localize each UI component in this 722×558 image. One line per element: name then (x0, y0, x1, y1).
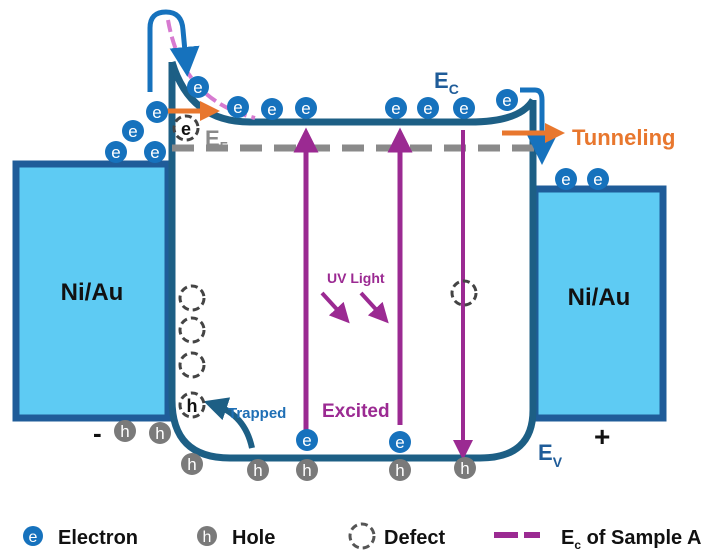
ev-label: EV (538, 440, 563, 470)
legend-electron-icon (23, 526, 43, 546)
legend-hole-icon (197, 526, 217, 546)
right-contact-label: Ni/Au (568, 284, 631, 311)
electron-glyph: e (233, 98, 242, 117)
electron-glyph: e (561, 170, 570, 189)
uv-light-arrow (359, 291, 389, 324)
electron (295, 97, 317, 119)
electron-glyph: e (502, 91, 511, 110)
plus-terminal: + (594, 421, 610, 452)
legend-hole: Hole (232, 527, 275, 549)
hole-glyph: h (155, 424, 164, 443)
electron-glyph: e (111, 143, 120, 162)
hole (296, 459, 318, 481)
hole-glyph: h (395, 461, 404, 480)
hole-glyph: h (253, 461, 262, 480)
legend-defect-icon (348, 522, 376, 550)
valence-band (168, 62, 537, 462)
thermionic-arrow (147, 9, 200, 92)
hole (181, 453, 203, 475)
ef-label: EF (205, 126, 228, 154)
hole (247, 459, 269, 481)
legend-sample-a: Ec of Sample A (561, 527, 701, 552)
left-contact-label: Ni/Au (61, 279, 124, 306)
hole-glyph: h (302, 461, 311, 480)
hole-glyph: h (460, 459, 469, 478)
electron-glyph: e (301, 99, 310, 118)
electron (555, 168, 577, 190)
electron (587, 168, 609, 190)
electron (227, 96, 249, 118)
trapped-label: Trapped (228, 405, 286, 422)
svg-text:h: h (203, 529, 212, 546)
electron (122, 120, 144, 142)
ec-label: EC (434, 68, 459, 97)
electron (296, 429, 318, 451)
hole (114, 420, 136, 442)
electron (261, 98, 283, 120)
legend-electron: Electron (58, 527, 138, 549)
right-drop-arrow (520, 87, 557, 165)
hole (454, 457, 476, 479)
legend: e Electron h Hole Defect Ec of Sample A (23, 522, 701, 552)
electron (453, 97, 475, 119)
defect (178, 391, 206, 419)
hole-glyph: h (120, 422, 129, 441)
hole (389, 459, 411, 481)
electron-glyph: e (395, 433, 404, 452)
electron-glyph: e (423, 99, 432, 118)
trapped-arrow (203, 397, 255, 449)
tunneling-label: Tunneling (572, 125, 675, 150)
electron-glyph: e (267, 100, 276, 119)
defect (178, 284, 206, 312)
electron (144, 141, 166, 163)
electron-glyph: e (391, 99, 400, 118)
electron (105, 141, 127, 163)
electron (385, 97, 407, 119)
electron (417, 97, 439, 119)
legend-defect: Defect (384, 527, 445, 549)
electron-glyph: e (593, 170, 602, 189)
electron (496, 89, 518, 111)
electron (146, 101, 168, 123)
hole-glyph: h (187, 455, 196, 474)
defect (172, 114, 200, 142)
minus-terminal: - (93, 418, 102, 448)
uv-light-arrow (320, 291, 350, 324)
defect (450, 279, 478, 307)
electron-glyph: e (193, 78, 202, 97)
trapped-electron: e (181, 119, 191, 139)
defect (178, 351, 206, 379)
svg-text:e: e (29, 529, 38, 546)
right-contact (531, 185, 667, 422)
excited-label: Excited (322, 401, 390, 422)
electron (187, 76, 209, 98)
electron (389, 431, 411, 453)
hole (149, 422, 171, 444)
left-contact (12, 160, 172, 422)
trapped-hole: h (187, 396, 198, 416)
defect (178, 316, 206, 344)
electron-glyph: e (302, 431, 311, 450)
electron-glyph: e (459, 99, 468, 118)
electron-glyph: e (152, 103, 161, 122)
electron-glyph: e (128, 122, 137, 141)
uv-light-label: UV Light (327, 270, 385, 286)
electron-glyph: e (150, 143, 159, 162)
conduction-band (168, 60, 537, 126)
